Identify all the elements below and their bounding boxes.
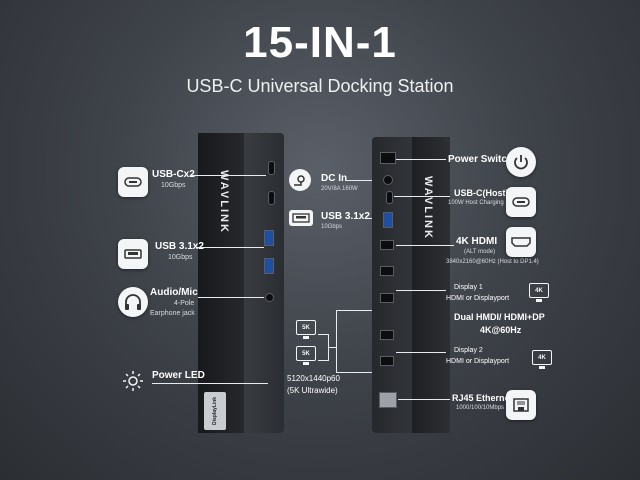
port-link-vertical (336, 310, 337, 373)
dc-in-port (383, 175, 393, 185)
rj45-label: RJ45 Ethernet (452, 393, 513, 403)
callout-line-power (396, 159, 446, 160)
monitor-4k-1-icon: 4K (529, 283, 549, 302)
usb-c-host-label: USB-C(Host) (454, 188, 509, 198)
bracket-bottom (318, 360, 328, 361)
usb-c-port-2 (268, 191, 275, 205)
displaylink-badge: DisplayLink (204, 392, 226, 430)
usb-cx2-speed: 10Gbps (161, 182, 186, 189)
dual-display-label: Dual HMDI/ HDMI+DP (454, 312, 545, 322)
display2-desc: HDMI or Displayport (446, 358, 510, 365)
audio-pole: 4-Pole (174, 300, 195, 307)
hdmi-port-2 (380, 266, 394, 276)
dc-in-label: DC In (321, 173, 348, 184)
port-link-top (336, 310, 380, 311)
usb31-left-speed: 10Gbps (168, 254, 193, 261)
hdmi-4k-label: 4K HDMI (456, 236, 498, 247)
headphone-icon (118, 287, 148, 317)
callout-line-audio (198, 297, 264, 298)
usb-cx2-label: USB-Cx2 (152, 169, 195, 180)
hdmi-port-1 (380, 240, 394, 250)
usb31-left-label: USB 3.1x2 (155, 241, 204, 252)
audio-jack (265, 293, 274, 302)
usb-c-port-1 (268, 161, 275, 175)
callout-line-rj45 (398, 399, 450, 400)
dual-display-hz: 4K@60Hz (480, 325, 522, 335)
callout-line-display2 (396, 352, 446, 353)
usb-a-icon (118, 239, 148, 269)
port-link-bottom (336, 372, 380, 373)
rj45-port (379, 392, 397, 408)
monitor-4k-2-icon: 4K (532, 350, 552, 369)
callout-line-hdmi (396, 245, 454, 246)
dp-port-1 (380, 293, 394, 303)
usb-c-icon (118, 167, 148, 197)
usb-a-rear-port-1 (383, 212, 393, 228)
usb-c-host-icon (506, 187, 536, 217)
hdmi-4k-resolution: 3840x2160@60Hz (Host to DP1.4) (446, 259, 539, 265)
brand-logo-left: WAVLINK (218, 170, 230, 234)
callout-line-led (152, 383, 268, 384)
ultrawide-resolution: 5120x1440p60 (287, 374, 340, 383)
callout-line-dc (346, 180, 382, 181)
display1-desc: HDMI or Displayport (446, 295, 510, 302)
dock-rear-side (412, 137, 450, 433)
hdmi-alt-mode: (ALT mode) (464, 249, 496, 255)
monitor-5k-a-icon: 5K (296, 320, 316, 339)
usb-c-host-charging: 100W Host Charging (448, 200, 504, 206)
led-icon (118, 366, 148, 396)
audio-mic-label: Audio/Mic (150, 287, 198, 298)
hdmi-port-3 (380, 330, 394, 340)
usb31-center-speed: 10Gbps (321, 224, 343, 230)
usb-a-center-icon (289, 210, 313, 226)
display2-label: Display 2 (454, 347, 483, 354)
dp-port-2 (380, 356, 394, 366)
power-button-icon (506, 147, 536, 177)
usb31-center-label: USB 3.1x2 (321, 211, 370, 222)
power-led-label: Power LED (152, 370, 205, 381)
dc-in-spec: 20V/8A 160W (321, 186, 358, 192)
rj45-speed: 1000/100/10Mbps (456, 405, 505, 411)
usb-a-port-2 (264, 258, 274, 274)
brand-logo-right: WAVLINK (422, 176, 434, 240)
callout-line-usbc (190, 175, 266, 176)
dc-plug-icon (289, 169, 311, 191)
callout-line-usbc-host (394, 196, 450, 197)
callout-line-usba (196, 247, 264, 248)
usb-c-host-port (386, 191, 393, 204)
ultrawide-note: (5K Ultrawide) (287, 386, 338, 395)
bracket-top (318, 334, 328, 335)
headline: 15-IN-1 (243, 18, 397, 67)
port-link-mid (328, 347, 336, 348)
power-switch-port (380, 152, 396, 164)
audio-jack-desc: Earphone jack (150, 310, 195, 317)
monitor-5k-b-icon: 5K (296, 346, 316, 365)
ethernet-icon (506, 390, 536, 420)
usb-a-port-1 (264, 230, 274, 246)
display1-label: Display 1 (454, 284, 483, 291)
callout-line-display1 (396, 290, 446, 291)
hdmi-icon (506, 227, 536, 257)
subtitle: USB-C Universal Docking Station (186, 76, 454, 96)
power-switch-label: Power Switch (448, 154, 514, 165)
